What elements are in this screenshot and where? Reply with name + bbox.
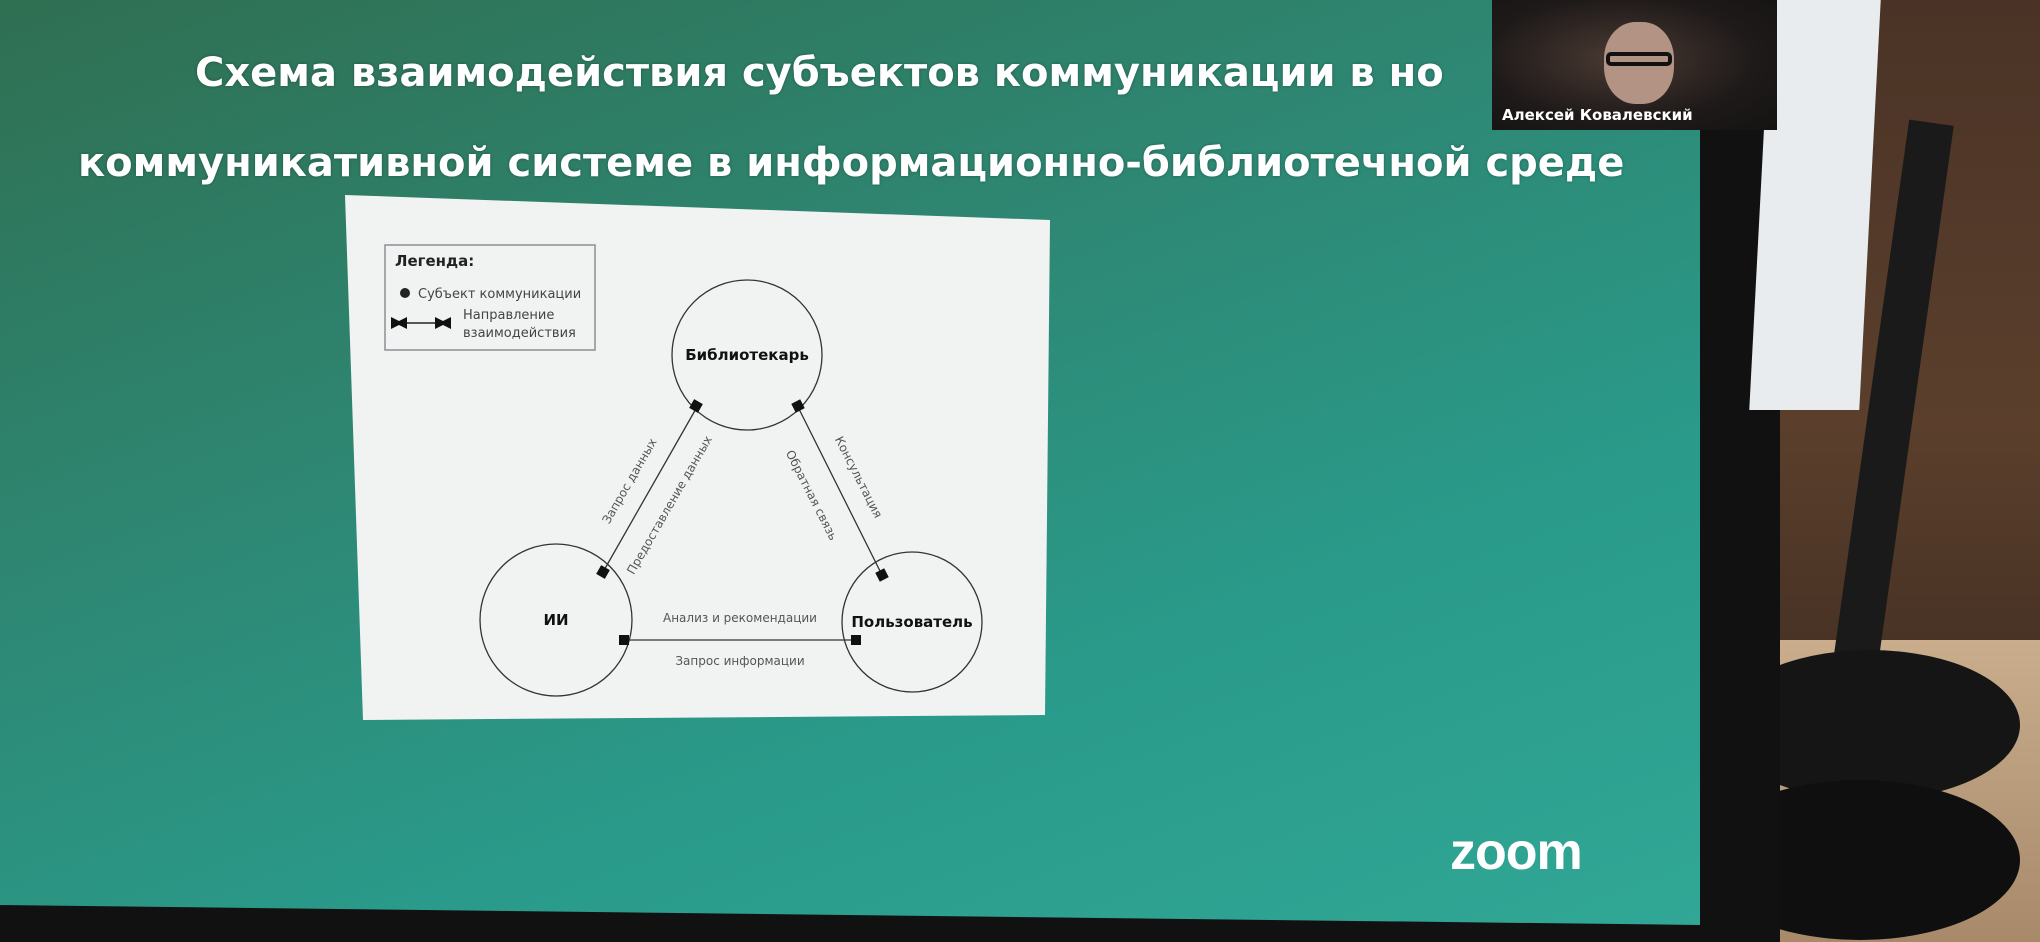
legend-direction-1: Направление [463, 308, 554, 323]
edge-ai-librarian [602, 406, 698, 573]
participant-name: Алексей Ковалевский [1502, 106, 1693, 124]
slide-title-line1: Схема взаимодействия субъектов коммуника… [195, 50, 1444, 96]
slide-title-line2: коммуникативной системе в информационно-… [78, 140, 1625, 186]
edge-librarian-user [797, 406, 883, 576]
edge-end-markers [596, 399, 889, 645]
node-user-circle [841, 551, 983, 693]
edge-label-feedback: Обратная связь [783, 448, 841, 543]
participant-video[interactable]: Алексей Ковалевский [1492, 0, 1777, 130]
interaction-diagram: Легенда: Субъект коммуникации Направлени… [345, 195, 1050, 720]
node-ai-circle [479, 543, 633, 697]
bowtie-arrow-icon [391, 317, 451, 329]
edge-label-data-request: Запрос данных [599, 436, 659, 526]
zoom-logo: zoom [1450, 823, 1583, 881]
node-librarian-label: Библиотекарь [685, 346, 809, 364]
edge-label-analysis: Анализ и рекомендации [663, 611, 817, 625]
node-ai-label: ИИ [543, 611, 568, 629]
legend: Легенда: Субъект коммуникации Направлени… [384, 244, 596, 351]
subject-dot-icon [400, 288, 410, 298]
node-librarian-circle [671, 279, 823, 431]
legend-direction-2: взаимодействия [463, 326, 576, 341]
edge-label-consultation: Консультация [832, 434, 885, 520]
legend-subject: Субъект коммуникации [418, 287, 581, 302]
participant-glasses [1606, 52, 1672, 66]
edge-label-info-request: Запрос информации [675, 654, 804, 668]
node-user-label: Пользователь [851, 613, 972, 631]
presentation-screen: Схема взаимодействия субъектов коммуника… [0, 0, 1700, 925]
legend-title: Легенда: [395, 252, 474, 270]
